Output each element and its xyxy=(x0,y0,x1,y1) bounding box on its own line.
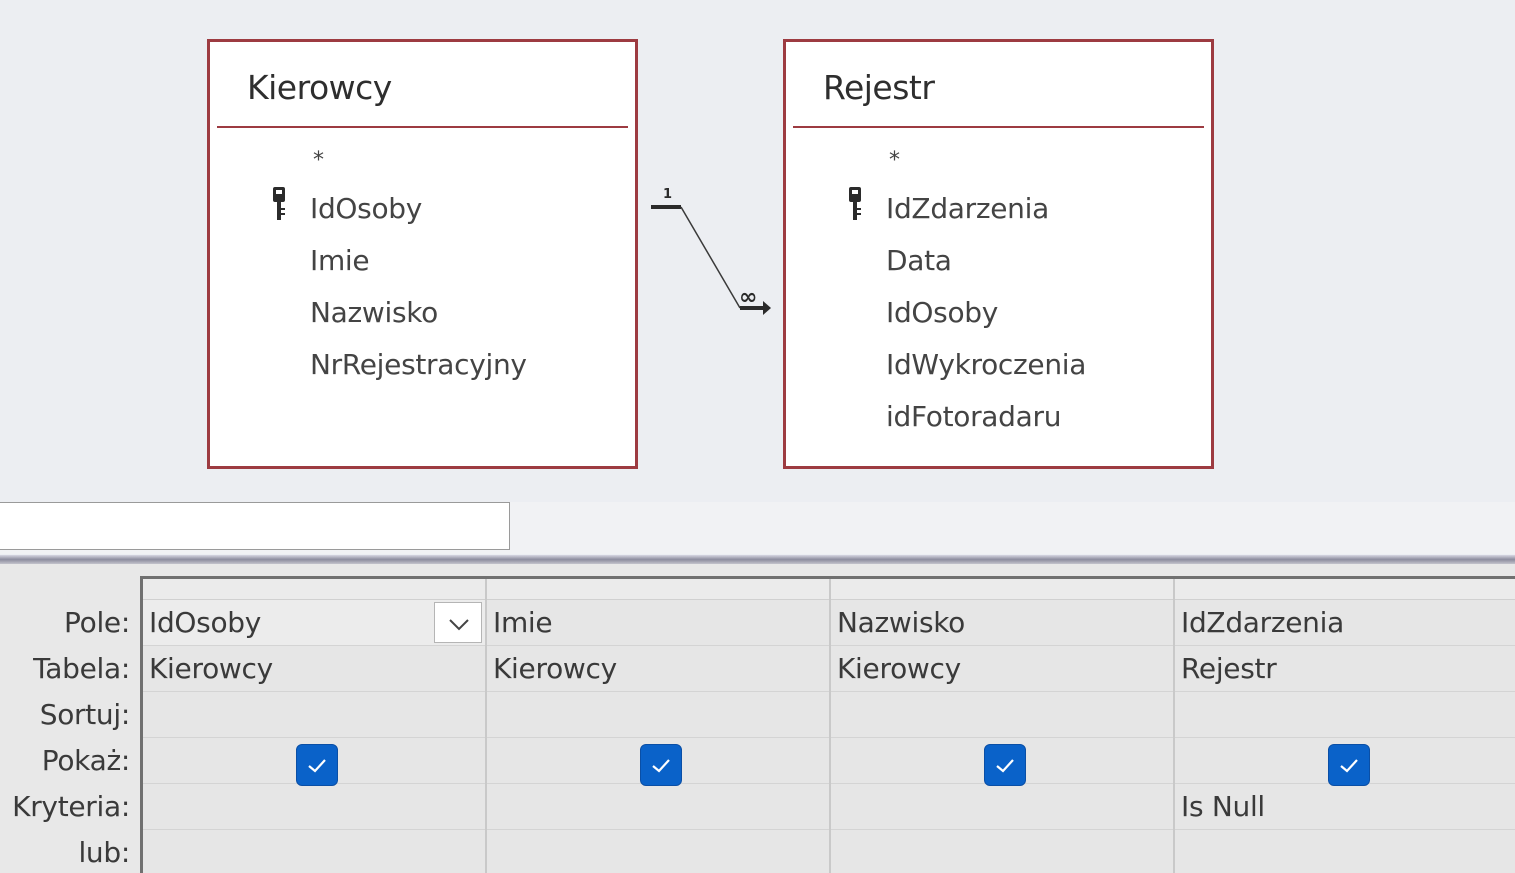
field-item[interactable]: Nazwisko xyxy=(310,296,439,329)
criteria-cell[interactable] xyxy=(143,784,485,830)
sort-cell[interactable] xyxy=(831,692,1173,738)
grid-column: Imie Kierowcy xyxy=(487,579,831,873)
checkmark-icon xyxy=(652,759,670,773)
table-cell[interactable]: Rejestr xyxy=(1175,646,1515,692)
table-cell[interactable]: Kierowcy xyxy=(487,646,829,692)
row-label-field: Pole: xyxy=(64,606,130,639)
show-checkbox[interactable] xyxy=(1328,744,1370,786)
many-side-label: ∞ xyxy=(739,285,757,310)
one-side-label: 1 xyxy=(663,187,672,202)
column-selector[interactable] xyxy=(487,579,829,600)
sort-cell[interactable] xyxy=(487,692,829,738)
field-item[interactable]: Imie xyxy=(310,244,370,277)
all-fields-item[interactable]: * xyxy=(313,148,324,173)
title-divider xyxy=(793,126,1204,128)
relationship-join-line[interactable]: 1 ∞ xyxy=(645,180,780,330)
grid-column: IdZdarzenia Rejestr Is Null xyxy=(1175,579,1515,873)
field-cell[interactable]: IdOsoby xyxy=(143,600,485,646)
or-cell[interactable] xyxy=(1175,830,1515,873)
query-design-diagram-pane[interactable]: Kierowcy * IdOsoby Imie Nazwisko NrRejes… xyxy=(0,0,1515,502)
or-cell[interactable] xyxy=(143,830,485,873)
field-item[interactable]: IdZdarzenia xyxy=(886,192,1049,225)
column-selector[interactable] xyxy=(831,579,1173,600)
row-label-show: Pokaż: xyxy=(41,744,131,777)
criteria-cell[interactable]: Is Null xyxy=(1175,784,1515,830)
table-kierowcy[interactable]: Kierowcy * IdOsoby Imie Nazwisko NrRejes… xyxy=(207,39,638,469)
title-divider xyxy=(217,126,628,128)
field-item[interactable]: idFotoradaru xyxy=(886,400,1062,433)
grid-column: IdOsoby Kierowcy xyxy=(143,579,487,873)
row-label-or: lub: xyxy=(78,836,130,869)
primary-key-icon xyxy=(273,187,285,220)
criteria-cell[interactable] xyxy=(831,784,1173,830)
checkmark-icon xyxy=(308,759,326,773)
show-checkbox[interactable] xyxy=(640,744,682,786)
row-label-criteria: Kryteria: xyxy=(12,790,130,823)
or-cell[interactable] xyxy=(487,830,829,873)
query-design-grid: IdOsoby Kierowcy Imie Kierowcy xyxy=(140,576,1515,873)
horizontal-scroll-area[interactable] xyxy=(0,502,510,550)
checkmark-icon xyxy=(996,759,1014,773)
field-dropdown-button[interactable] xyxy=(434,602,482,643)
table-cell[interactable]: Kierowcy xyxy=(143,646,485,692)
field-item[interactable]: NrRejestracyjny xyxy=(310,348,527,381)
field-cell[interactable]: Nazwisko xyxy=(831,600,1173,646)
field-cell[interactable]: Imie xyxy=(487,600,829,646)
criteria-cell[interactable] xyxy=(487,784,829,830)
field-item[interactable]: IdOsoby xyxy=(310,192,423,225)
column-selector[interactable] xyxy=(1175,579,1515,600)
field-item[interactable]: IdOsoby xyxy=(886,296,999,329)
checkmark-icon xyxy=(1340,759,1358,773)
sort-cell[interactable] xyxy=(1175,692,1515,738)
table-rejestr[interactable]: Rejestr * IdZdarzenia Data IdOsoby IdWyk… xyxy=(783,39,1214,469)
or-cell[interactable] xyxy=(831,830,1173,873)
show-checkbox[interactable] xyxy=(984,744,1026,786)
grid-column: Nazwisko Kierowcy xyxy=(831,579,1175,873)
row-label-sort: Sortuj: xyxy=(39,698,131,731)
all-fields-item[interactable]: * xyxy=(889,148,900,173)
field-item[interactable]: IdWykroczenia xyxy=(886,348,1087,381)
table-title[interactable]: Kierowcy xyxy=(247,68,392,107)
pane-splitter[interactable] xyxy=(0,555,1515,564)
row-label-table: Tabela: xyxy=(33,652,130,685)
primary-key-icon xyxy=(849,187,861,220)
sort-cell[interactable] xyxy=(143,692,485,738)
field-item[interactable]: Data xyxy=(886,244,952,277)
table-cell[interactable]: Kierowcy xyxy=(831,646,1173,692)
chevron-down-icon xyxy=(449,619,469,631)
field-value: IdOsoby xyxy=(149,606,262,639)
show-checkbox[interactable] xyxy=(296,744,338,786)
field-cell[interactable]: IdZdarzenia xyxy=(1175,600,1515,646)
column-selector[interactable] xyxy=(143,579,485,600)
table-title[interactable]: Rejestr xyxy=(823,68,935,107)
